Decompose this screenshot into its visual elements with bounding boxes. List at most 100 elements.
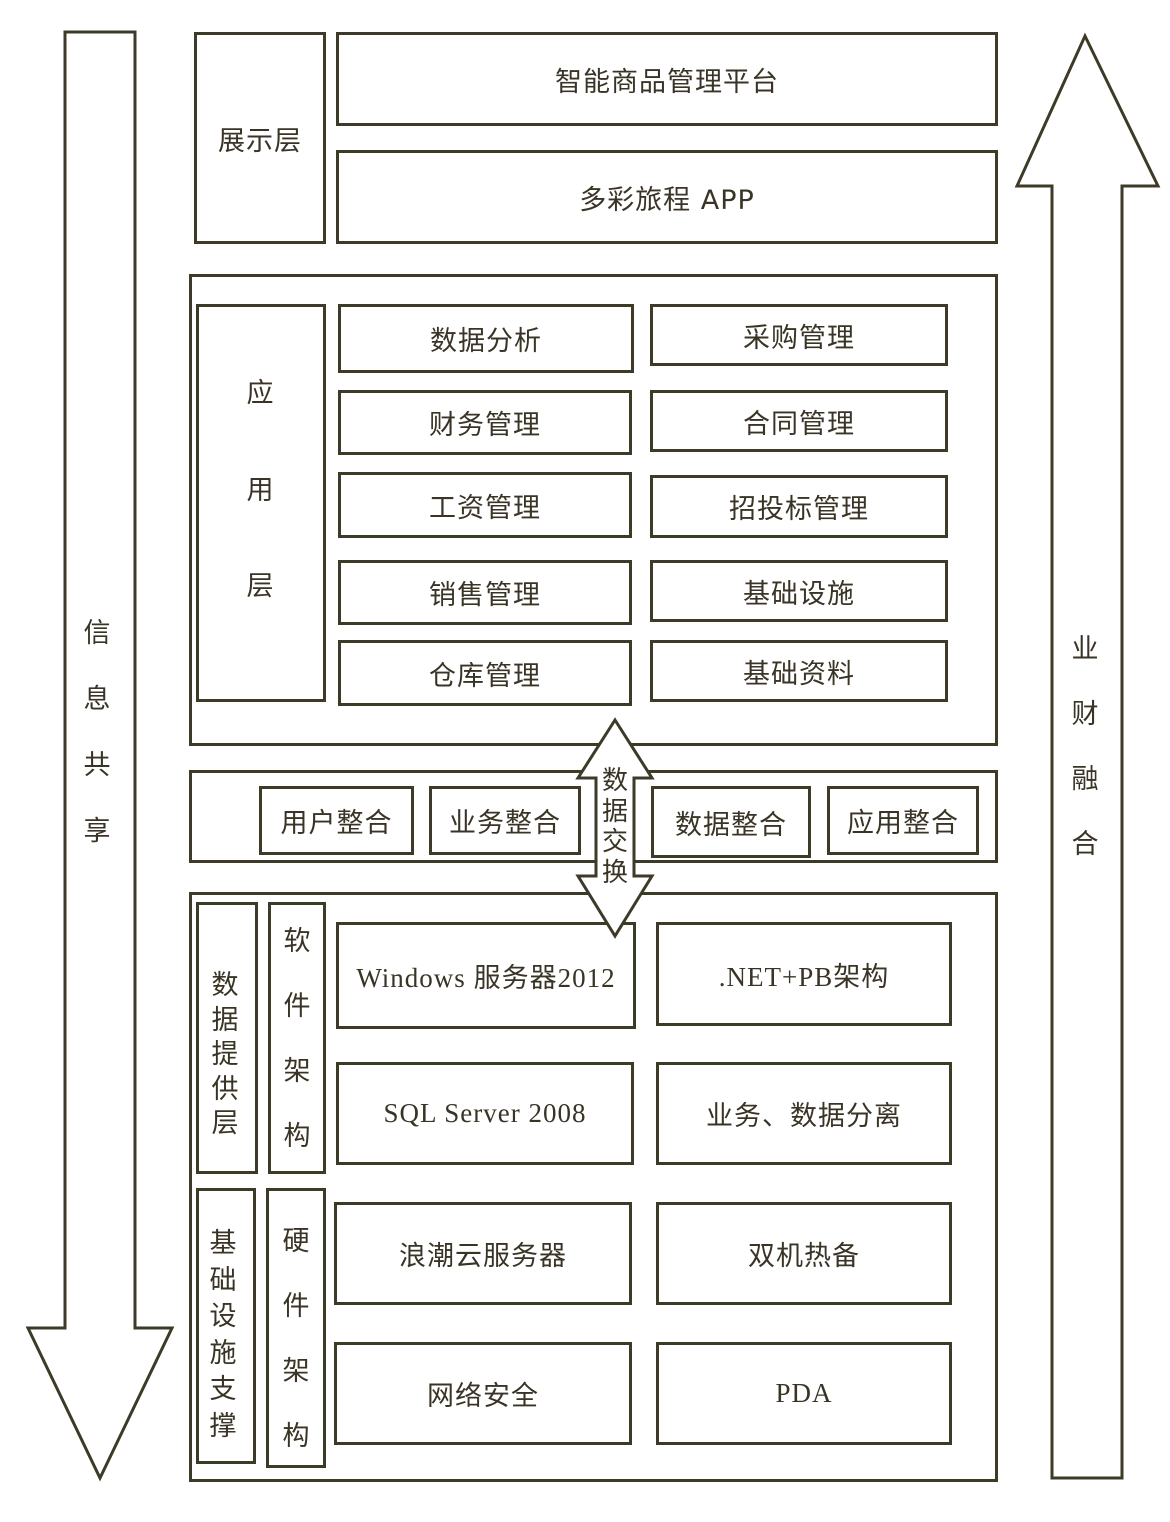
presentation-item-text: 智能商品管理平台 xyxy=(555,66,779,98)
software-item-dotnet: .NET+PB架构 xyxy=(656,922,952,1026)
app-item-text: 数据分析 xyxy=(430,326,542,357)
app-item-bidding: 招投标管理 xyxy=(650,475,948,538)
data-layer-char: 层 xyxy=(211,1108,239,1139)
software-arch-char: 架 xyxy=(283,1056,311,1087)
hardware-arch-char: 架 xyxy=(282,1356,310,1387)
presentation-item-platform: 智能商品管理平台 xyxy=(336,32,998,126)
hardware-item-text: 浪潮云服务器 xyxy=(399,1241,567,1272)
software-arch-char: 件 xyxy=(283,991,311,1022)
infrastructure-layer-char: 撑 xyxy=(209,1410,237,1442)
left-arrow-char: 信 xyxy=(83,618,111,649)
data-layer-char: 据 xyxy=(211,1004,239,1036)
hardware-arch-char: 构 xyxy=(282,1421,310,1452)
app-item-warehouse: 仓库管理 xyxy=(338,640,632,706)
data-layer-char: 供 xyxy=(211,1073,239,1105)
hardware-item-pda: PDA xyxy=(656,1342,952,1445)
right-arrow-char: 合 xyxy=(1071,829,1099,860)
app-item-text: 工资管理 xyxy=(429,492,541,524)
exchange-arrow-char: 换 xyxy=(601,857,628,888)
hardware-arch-label xyxy=(266,1188,326,1468)
app-item-procurement: 采购管理 xyxy=(650,304,948,366)
infrastructure-layer-char: 施 xyxy=(209,1337,237,1369)
application-layer-label-text: 应 用 层 xyxy=(243,380,277,600)
software-arch-label-text: 软 件 架 构 xyxy=(280,928,314,1150)
application-layer-label xyxy=(196,304,326,702)
infrastructure-layer-label xyxy=(196,1188,256,1464)
app-item-finance: 财务管理 xyxy=(338,390,632,455)
integration-item-business: 业务整合 xyxy=(429,786,581,855)
data-layer-label-text: 数 据 提 供 层 xyxy=(208,972,242,1137)
exchange-arrow-char: 据 xyxy=(601,796,628,827)
right-arrow-char: 融 xyxy=(1071,764,1099,795)
software-arch-char: 构 xyxy=(283,1121,311,1152)
presentation-item-text: 多彩旅程 APP xyxy=(579,184,755,216)
app-item-text: 仓库管理 xyxy=(429,660,541,692)
software-item-text: 业务、数据分离 xyxy=(706,1101,902,1132)
exchange-arrow-label: 数 据 交 换 xyxy=(599,768,631,886)
infrastructure-layer-label-text: 基 础 设 施 支 撑 xyxy=(206,1230,240,1440)
presentation-item-app: 多彩旅程 APP xyxy=(336,150,998,244)
infrastructure-layer-char: 基 xyxy=(209,1228,237,1259)
exchange-arrow-char: 交 xyxy=(601,827,628,858)
app-item-text: 销售管理 xyxy=(429,580,541,611)
app-item-data-analysis: 数据分析 xyxy=(338,304,634,373)
exchange-arrow-char: 数 xyxy=(601,766,628,796)
software-item-text: .NET+PB架构 xyxy=(718,961,890,992)
infrastructure-layer-char: 础 xyxy=(209,1264,237,1296)
presentation-layer-text: 展示层 xyxy=(218,125,302,157)
hardware-arch-char: 件 xyxy=(282,1291,310,1322)
application-layer-char: 应 xyxy=(246,378,274,409)
right-up-arrow xyxy=(1014,32,1161,1480)
application-layer-char: 用 xyxy=(246,474,274,506)
integration-item-data: 数据整合 xyxy=(651,786,811,858)
software-item-windows: Windows 服务器2012 xyxy=(336,922,636,1029)
app-item-text: 基础设施 xyxy=(743,578,855,610)
infrastructure-layer-char: 设 xyxy=(209,1301,237,1333)
hardware-arch-char: 硬 xyxy=(282,1226,310,1257)
app-item-text: 合同管理 xyxy=(743,408,855,440)
infrastructure-layer-char: 支 xyxy=(209,1374,237,1406)
left-down-arrow xyxy=(25,30,175,1482)
integration-item-text: 数据整合 xyxy=(675,809,787,841)
hardware-item-inspur: 浪潮云服务器 xyxy=(334,1202,632,1305)
app-item-text: 财务管理 xyxy=(429,410,541,441)
integration-item-text: 应用整合 xyxy=(847,808,959,839)
app-item-base-data: 基础资料 xyxy=(650,640,948,702)
app-item-facilities: 基础设施 xyxy=(650,560,948,622)
integration-item-text: 业务整合 xyxy=(449,808,561,839)
presentation-layer-label: 展示层 xyxy=(194,32,326,244)
hardware-arch-label-text: 硬 件 架 构 xyxy=(279,1228,313,1450)
hardware-item-text: 双机热备 xyxy=(748,1241,860,1272)
software-arch-char: 软 xyxy=(283,926,311,957)
app-item-text: 招投标管理 xyxy=(729,494,869,525)
software-item-sqlserver: SQL Server 2008 xyxy=(336,1062,634,1165)
hardware-item-network-security: 网络安全 xyxy=(334,1342,632,1445)
hardware-item-text: 网络安全 xyxy=(427,1381,539,1412)
integration-item-text: 用户整合 xyxy=(280,808,393,839)
hardware-item-text: PDA xyxy=(775,1378,833,1408)
right-arrow-label: 业 财 融 合 xyxy=(1068,636,1102,858)
software-item-separation: 业务、数据分离 xyxy=(656,1062,952,1165)
app-item-sales: 销售管理 xyxy=(338,560,632,625)
left-arrow-char: 息 xyxy=(83,684,111,715)
data-layer-label xyxy=(196,902,258,1174)
right-arrow-char: 财 xyxy=(1071,699,1099,730)
left-arrow-char: 享 xyxy=(83,816,111,847)
app-item-payroll: 工资管理 xyxy=(338,472,632,538)
application-layer-char: 层 xyxy=(246,571,274,602)
hardware-item-hotstandby: 双机热备 xyxy=(656,1202,952,1305)
app-item-contract: 合同管理 xyxy=(650,390,948,452)
app-item-text: 采购管理 xyxy=(743,322,855,354)
right-arrow-char: 业 xyxy=(1071,634,1099,665)
software-item-text: SQL Server 2008 xyxy=(383,1098,587,1128)
data-layer-char: 数 xyxy=(211,970,239,1001)
integration-item-user: 用户整合 xyxy=(259,786,414,855)
data-layer-char: 提 xyxy=(211,1039,239,1070)
integration-item-app: 应用整合 xyxy=(827,786,979,855)
software-arch-label xyxy=(268,902,326,1174)
software-item-text: Windows 服务器2012 xyxy=(356,963,616,993)
app-item-text: 基础资料 xyxy=(743,658,855,690)
left-arrow-label: 信 息 共 享 xyxy=(80,620,114,845)
left-arrow-char: 共 xyxy=(83,750,111,781)
